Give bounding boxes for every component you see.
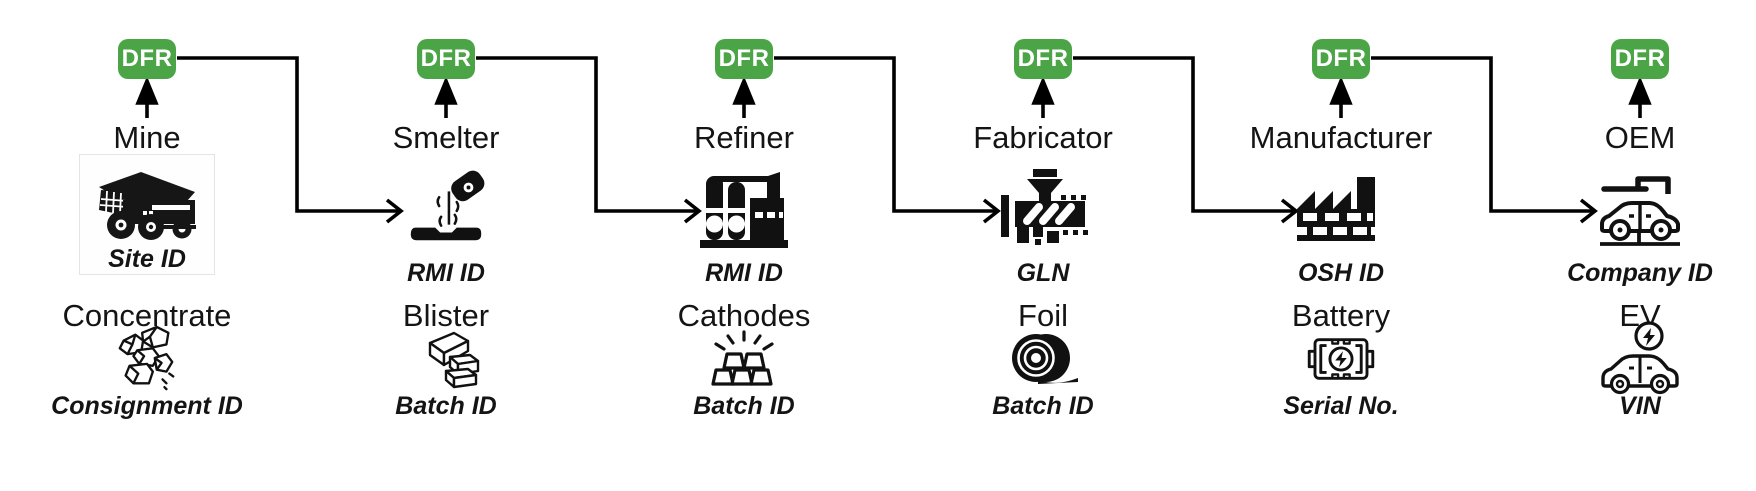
car-assembly-icon: [1500, 162, 1756, 256]
product-name: Concentrate: [62, 298, 232, 333]
shining-bars-icon: [604, 326, 884, 392]
stage-name: Smelter: [392, 120, 500, 155]
stage-id-label: Site ID: [108, 245, 186, 273]
dfr-badge: DFR: [1611, 39, 1669, 79]
product-id-label: VIN: [1619, 392, 1661, 420]
foil-roll-icon: [903, 326, 1183, 392]
product-id-label: Batch ID: [395, 392, 497, 420]
product-id-label: Consignment ID: [51, 392, 243, 420]
dfr-badge: DFR: [417, 39, 475, 79]
stage-id-label: GLN: [1016, 259, 1070, 287]
stage-column-oem: OEM Company ID EV: [1500, 0, 1756, 491]
dfr-badge: DFR: [715, 39, 773, 79]
ore-rocks-icon: [7, 325, 287, 392]
stage-column-fabricator: Fabricator G: [903, 0, 1183, 491]
smelter-pour-icon: [306, 162, 586, 256]
product-name: Blister: [402, 298, 490, 333]
dfr-badge: DFR: [1312, 39, 1370, 79]
battery-module-icon: [1201, 326, 1481, 392]
product-name: Foil: [1018, 298, 1068, 333]
dfr-badge: DFR: [118, 39, 176, 79]
mine-truck-icon: [7, 160, 287, 246]
extruder-machine-icon: [903, 162, 1183, 256]
stage-id-label: RMI ID: [407, 259, 485, 287]
product-id-label: Batch ID: [693, 392, 795, 420]
stage-name: Manufacturer: [1249, 120, 1433, 155]
stage-name: Fabricator: [973, 120, 1113, 155]
stage-name: Refiner: [694, 120, 794, 155]
dfr-badge: DFR: [1014, 39, 1072, 79]
product-id-label: Serial No.: [1283, 392, 1399, 420]
stage-name: OEM: [1604, 120, 1676, 155]
stage-column-manufacturer: Manufacturer OSH ID Battery: [1201, 0, 1481, 491]
stage-name: Mine: [113, 120, 181, 155]
metal-ingots-icon: [306, 326, 586, 392]
product-id-label: Batch ID: [992, 392, 1094, 420]
refinery-plant-icon: [604, 162, 884, 256]
stage-id-label: Company ID: [1567, 259, 1713, 287]
stage-column-mine: Mine Site ID Concentrate: [7, 0, 287, 491]
stage-id-label: RMI ID: [705, 259, 783, 287]
factory-icon: [1201, 162, 1481, 256]
product-name: Battery: [1291, 298, 1391, 333]
electric-car-icon: [1500, 321, 1756, 395]
stage-id-label: OSH ID: [1297, 259, 1385, 287]
product-name: Cathodes: [677, 298, 811, 333]
stage-column-smelter: Smelter RMI ID Blister: [306, 0, 586, 491]
stage-column-refiner: Refiner RMI ID Cathodes: [604, 0, 884, 491]
